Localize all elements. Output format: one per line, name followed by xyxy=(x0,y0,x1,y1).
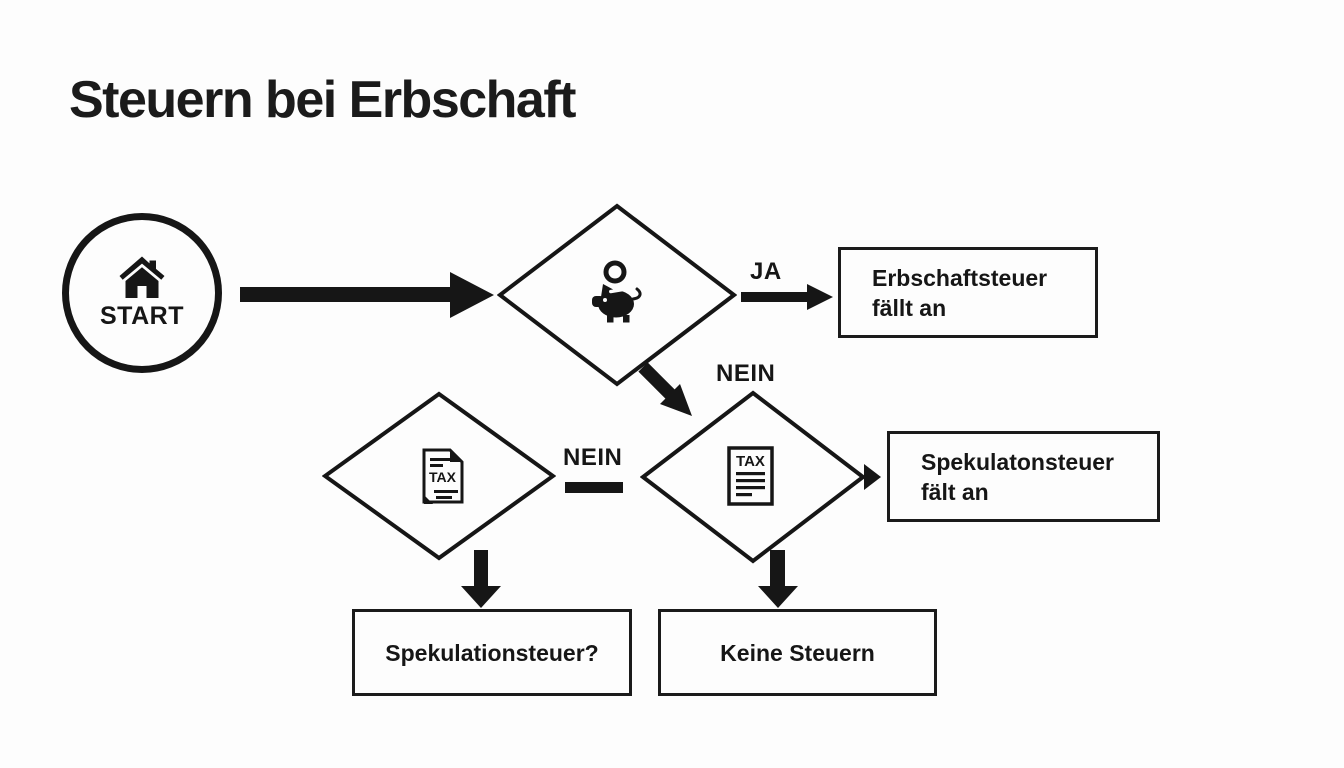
arrow-ja-shaft xyxy=(741,292,807,302)
outcome-spekulationsteuer-line2: fält an xyxy=(921,478,989,505)
arrowhead-to-spekulationsteuer-box xyxy=(864,464,881,490)
arrow-start-shaft xyxy=(240,287,450,302)
outcome-box-spekulationsteuer-an: Spekulatonsteuer fält an xyxy=(887,431,1160,522)
connector-nein-bar xyxy=(565,482,623,493)
outcome-box-keine-steuern: Keine Steuern xyxy=(658,609,937,696)
edge-label-ja: JA xyxy=(750,258,782,285)
outcome-erbschaftsteuer-line2: fällt an xyxy=(872,294,947,321)
edge-label-nein-diagonal: NEIN xyxy=(716,360,776,387)
outcome-box-spekulationsteuer-frage: Spekulationsteuer? xyxy=(352,609,632,696)
start-node: START xyxy=(62,213,222,373)
piggy-bank-icon xyxy=(592,260,642,323)
arrow-down-left-shaft xyxy=(474,550,488,587)
tax-document-icon: TAX xyxy=(727,446,774,506)
tax-file-icon-label: TAX xyxy=(429,469,457,485)
arrow-down-left-head xyxy=(461,586,501,608)
outcome-spekulationsteuer-line1: Spekulatonsteuer xyxy=(921,448,1114,475)
outcome-keine-steuern-label: Keine Steuern xyxy=(720,639,875,666)
arrow-down-right-shaft xyxy=(770,550,785,587)
start-label: START xyxy=(100,302,184,330)
arrow-ja-head xyxy=(807,284,833,310)
tax-document-icon-label: TAX xyxy=(736,453,765,470)
house-icon xyxy=(119,256,165,298)
arrow-start-head xyxy=(450,272,494,318)
page-title: Steuern bei Erbschaft xyxy=(69,71,576,129)
outcome-spekulationsteuer-frage-label: Spekulationsteuer? xyxy=(385,639,599,666)
tax-file-icon: TAX xyxy=(422,448,464,504)
edge-label-nein-between: NEIN xyxy=(563,444,623,471)
outcome-erbschaftsteuer-line1: Erbschaftsteuer xyxy=(872,264,1048,291)
arrow-nein-diagonal xyxy=(638,362,692,416)
outcome-box-erbschaftsteuer: Erbschaftsteuer fällt an xyxy=(838,247,1098,338)
arrow-down-right-head xyxy=(758,586,798,608)
